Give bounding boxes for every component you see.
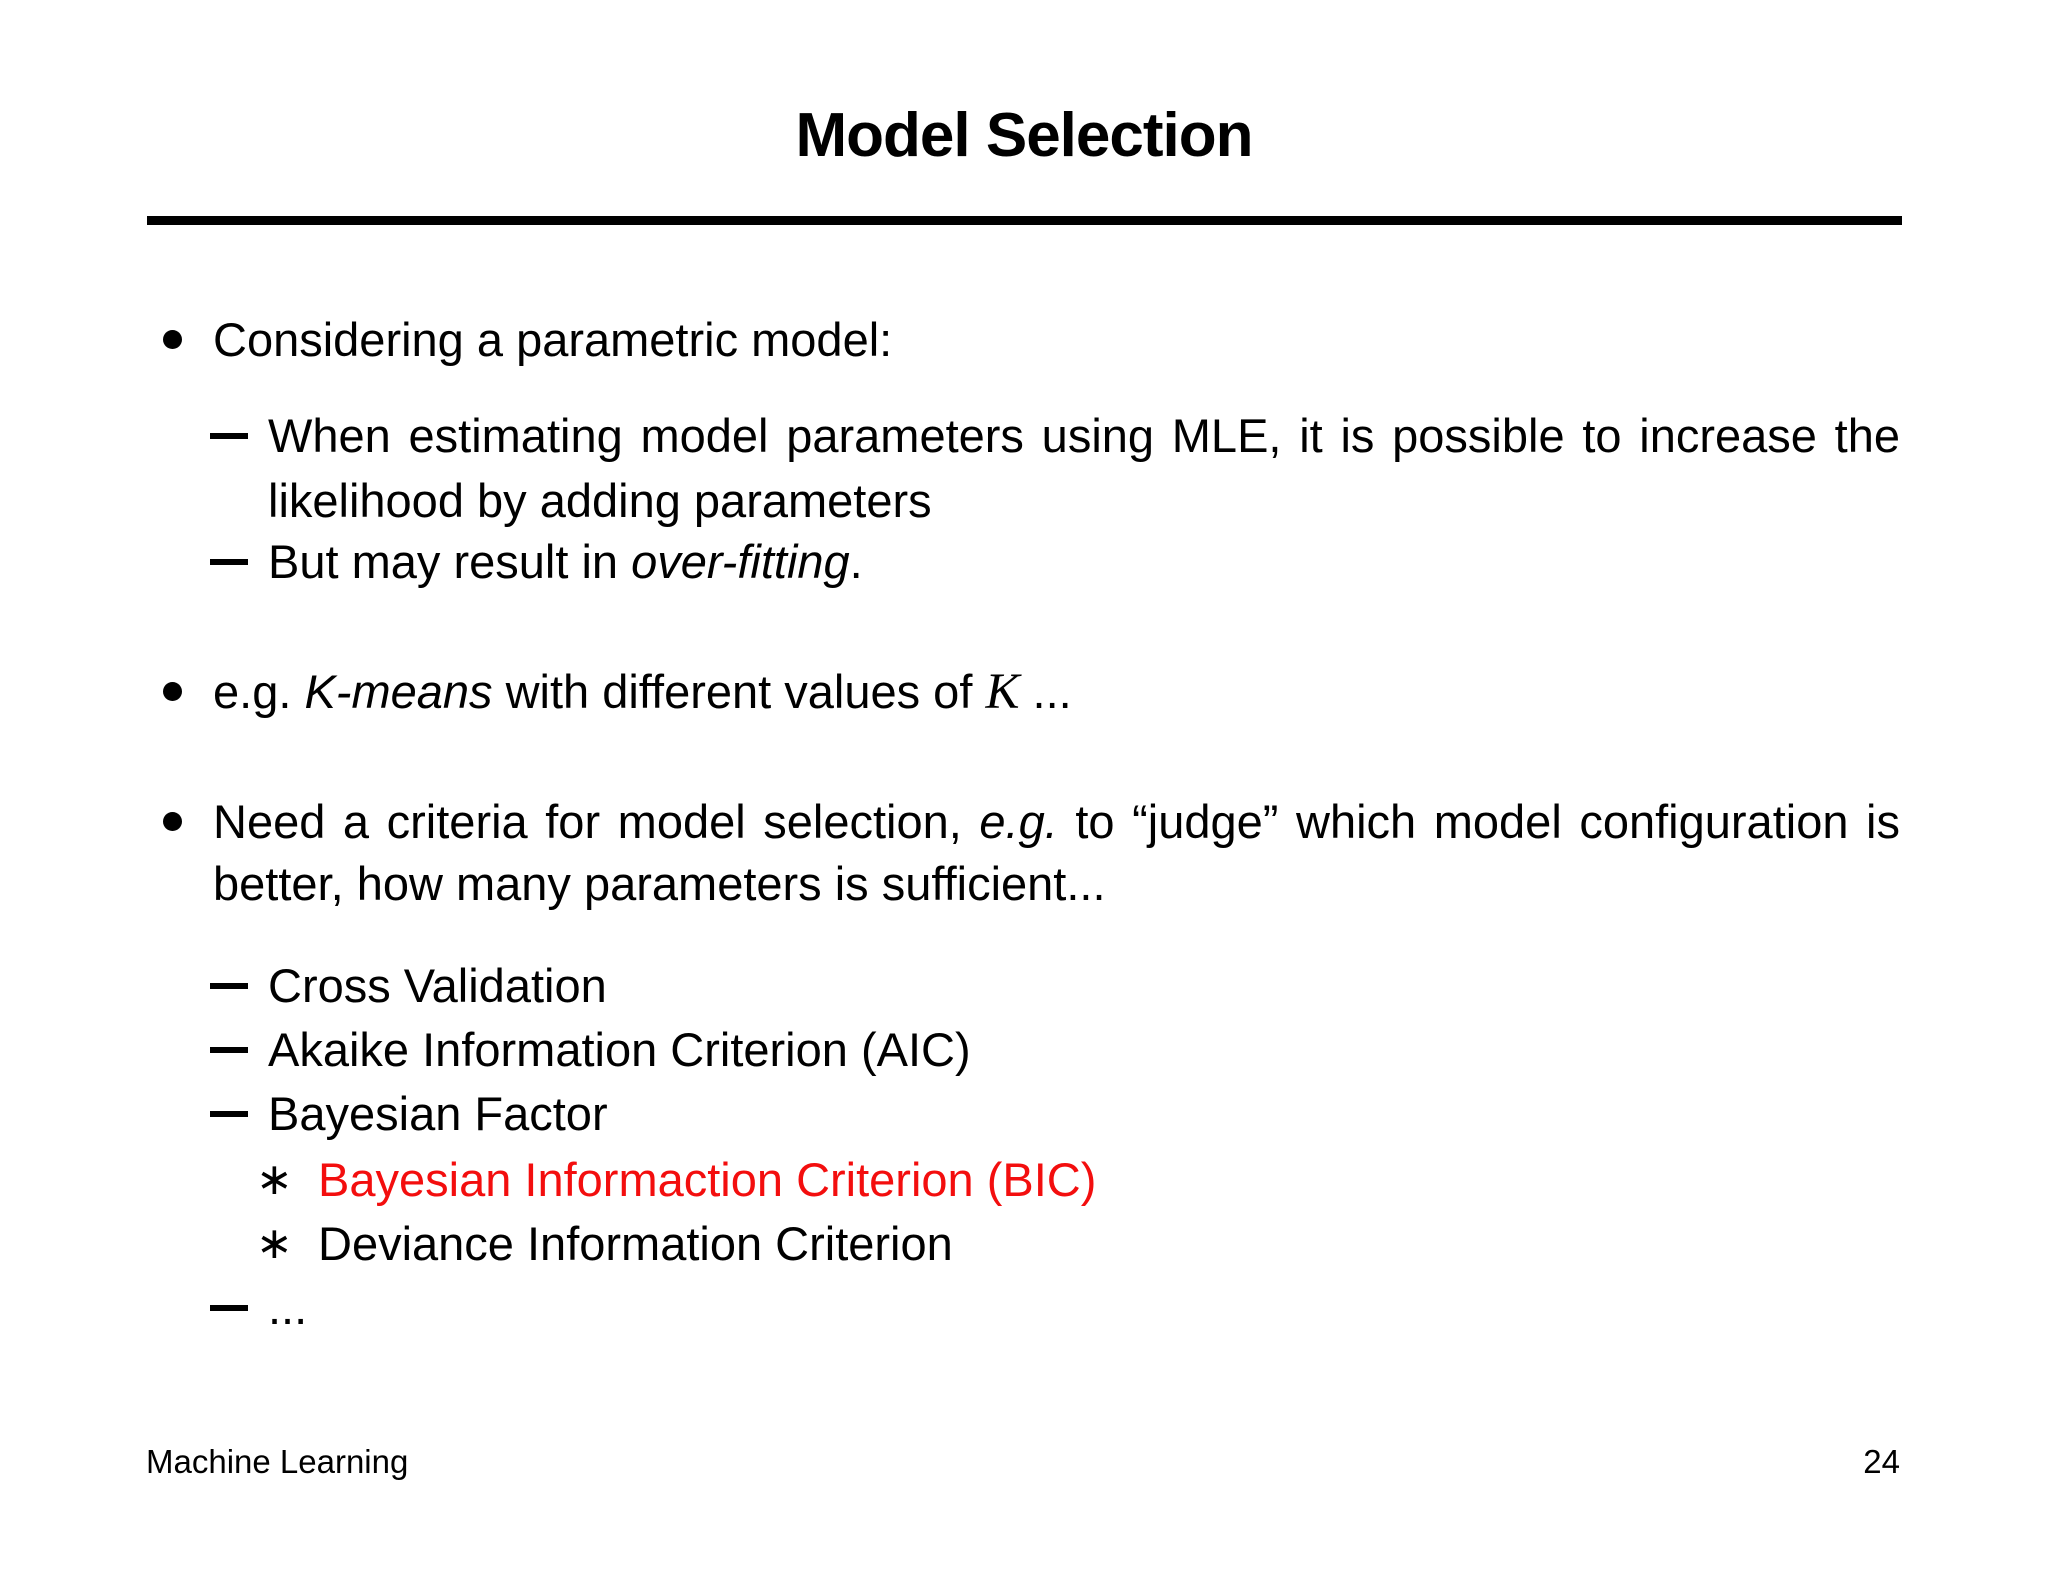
bullet-icon <box>163 812 182 831</box>
item-text: When estimating model parameters using M… <box>268 409 1900 462</box>
bullet-icon <box>163 682 182 701</box>
item-text: Bayesian Factor <box>268 1087 608 1140</box>
math-k: K <box>985 664 1020 720</box>
asterisk-icon: ∗ <box>256 1218 293 1269</box>
sub-item: Cross Validation <box>210 953 607 1019</box>
footer-course-name: Machine Learning <box>146 1443 409 1480</box>
item-text: with different values of <box>492 665 986 718</box>
sub-item: When estimating model parameters using M… <box>210 403 1900 469</box>
slide-title: Model Selection <box>795 101 1254 170</box>
dash-icon <box>210 983 248 989</box>
item-text: Cross Validation <box>268 959 607 1012</box>
footer-page-number: 24 <box>1863 1443 1900 1480</box>
asterisk-icon: ∗ <box>256 1154 293 1205</box>
dash-icon <box>210 1047 248 1053</box>
item-text-italic: e.g. <box>979 795 1058 848</box>
sub-sub-item: ∗ Bayesian Informaction Criterion (BIC) <box>256 1147 1097 1213</box>
item-text: ... <box>1019 665 1072 718</box>
bullet-item: Need a criteria for model selection, e.g… <box>163 789 1900 855</box>
item-text-italic: K-means <box>304 665 493 718</box>
item-text: to “judge” which model configuration is <box>1057 795 1900 848</box>
item-text: e.g. <box>213 665 305 718</box>
item-text: Deviance Information Criterion <box>318 1217 953 1270</box>
bullet-item-continuation: better, how many parameters is sufficien… <box>213 851 1106 917</box>
bullet-item: e.g. K-means with different values of K … <box>163 659 1072 725</box>
item-text: Need a criteria for model selection, <box>213 795 980 848</box>
dash-icon <box>210 433 248 439</box>
item-text: better, how many parameters is sufficien… <box>213 857 1106 910</box>
sub-item: But may result in over-fitting. <box>210 529 863 595</box>
bullet-item: Considering a parametric model: <box>163 307 893 373</box>
sub-item: Bayesian Factor <box>210 1081 608 1147</box>
item-text: . <box>849 535 863 588</box>
item-text: But may result in <box>268 535 632 588</box>
item-text-red: Bayesian Informaction Criterion (BIC) <box>318 1153 1097 1206</box>
item-text: Akaike Information Criterion (AIC) <box>268 1023 971 1076</box>
item-text: likelihood by adding parameters <box>268 474 932 527</box>
dash-icon <box>210 559 248 565</box>
sub-item: ... <box>210 1275 308 1341</box>
sub-item-continuation: likelihood by adding parameters <box>268 468 932 534</box>
title-rule <box>147 216 1902 225</box>
bullet-icon <box>163 330 182 349</box>
dash-icon <box>210 1111 248 1117</box>
item-text-italic: over-fitting <box>631 535 850 588</box>
item-text: Considering a parametric model: <box>213 313 893 366</box>
dash-icon <box>210 1305 248 1311</box>
item-text: ... <box>268 1281 308 1334</box>
sub-sub-item: ∗ Deviance Information Criterion <box>256 1211 953 1277</box>
sub-item: Akaike Information Criterion (AIC) <box>210 1017 971 1083</box>
